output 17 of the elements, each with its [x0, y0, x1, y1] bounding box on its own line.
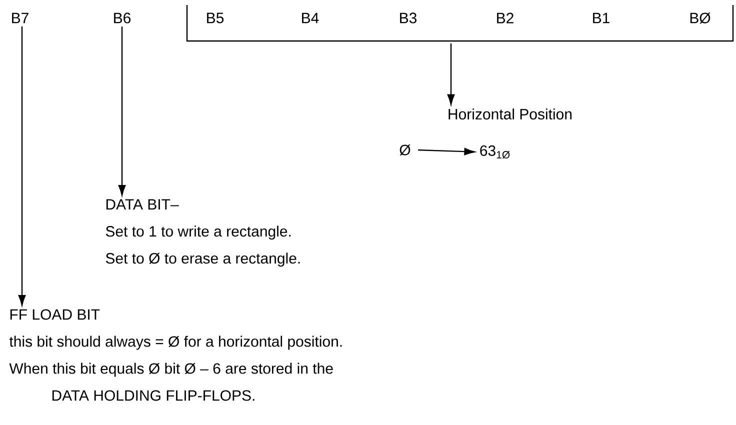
bit-label: B6 [114, 12, 131, 24]
bit-label: BØ [690, 12, 710, 24]
bit-label: B3 [400, 12, 417, 24]
arrow [18, 26, 26, 306]
bit-label: B2 [497, 12, 514, 24]
range-value: Ø [400, 144, 410, 156]
arrow [118, 26, 126, 196]
bit-label: B7 [12, 12, 28, 24]
bit-label: B5 [207, 12, 224, 24]
arrow [418, 148, 475, 156]
bit-description: DATA BIT– Set to 1 to write a rectangle. Set to Ø to erase a rectangle. [106, 199, 300, 267]
field-caption: Horizontal Position [448, 108, 572, 120]
bit-label: B1 [593, 12, 610, 24]
bit-label: B4 [302, 12, 319, 24]
bit-description: FF LOAD BIT this bit should always = Ø for a horizontal position. When this bit equals Ø bit Ø – 6 are stored in the DATA HOLDING FLIP-FLOPS. [9, 309, 342, 401]
range-value: 63$_{1Ø}$ [480, 145, 510, 159]
arrow [447, 43, 455, 105]
